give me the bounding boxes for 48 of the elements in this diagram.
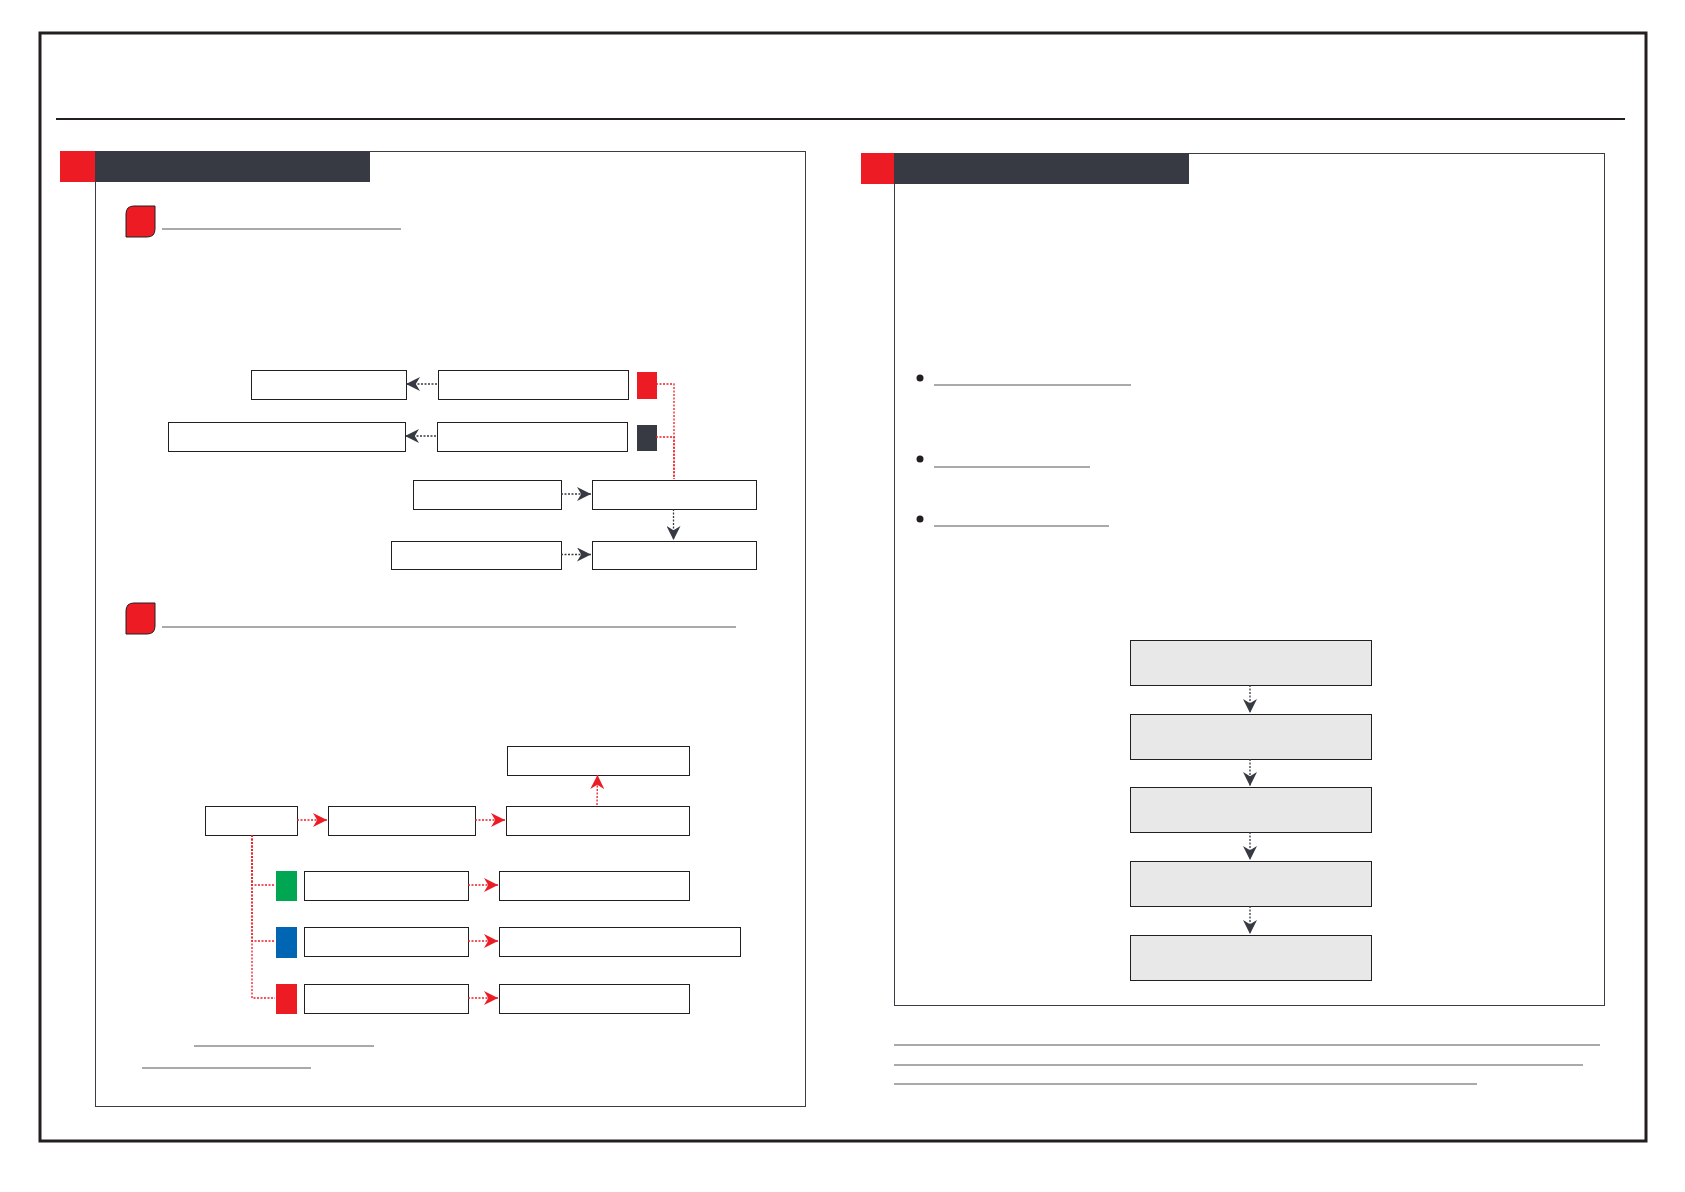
- connector-arrow: [467, 934, 499, 948]
- step-box: [1130, 787, 1372, 833]
- marker-box: [276, 871, 297, 901]
- process-box: [205, 806, 298, 836]
- step-box: [1130, 935, 1372, 981]
- process-box: [413, 480, 562, 510]
- process-box: [506, 806, 690, 836]
- connector-arrow: [1243, 758, 1257, 787]
- process-box: [592, 480, 757, 510]
- connector-arrow: [404, 429, 437, 443]
- connector-arrow: [1243, 831, 1257, 861]
- process-box: [499, 927, 741, 957]
- connector-line: [655, 436, 675, 480]
- step-box: [1130, 861, 1372, 907]
- process-box: [168, 422, 406, 452]
- process-box: [391, 541, 562, 570]
- connector-arrow: [1243, 905, 1257, 935]
- marker-box: [276, 984, 297, 1014]
- connector-arrow: [590, 774, 605, 806]
- connector-arrow: [560, 547, 592, 562]
- connector-line: [251, 834, 276, 999]
- step-box: [1130, 714, 1372, 760]
- connector-line: [655, 383, 675, 480]
- connector-arrow: [467, 878, 499, 892]
- process-box: [592, 541, 757, 570]
- process-box: [328, 806, 476, 836]
- process-box: [499, 984, 690, 1014]
- marker-box: [637, 372, 657, 399]
- panel-frame: [95, 151, 806, 1107]
- process-box: [251, 370, 407, 400]
- connector-arrow: [474, 813, 506, 827]
- connector-arrow: [1243, 684, 1257, 714]
- connector-arrow: [296, 813, 328, 827]
- process-box: [304, 984, 469, 1014]
- panel-frame: [894, 153, 1605, 1006]
- connector-arrow: [405, 377, 438, 391]
- connector-arrow: [666, 508, 681, 541]
- connector-arrow: [467, 991, 499, 1005]
- marker-box: [276, 927, 297, 958]
- process-box: [304, 927, 469, 957]
- process-box: [499, 871, 690, 901]
- marker-box: [637, 425, 657, 451]
- process-box: [437, 422, 628, 452]
- connector-arrow: [560, 487, 592, 501]
- process-box: [438, 370, 629, 400]
- step-box: [1130, 640, 1372, 686]
- process-box: [507, 746, 690, 776]
- process-box: [304, 871, 469, 901]
